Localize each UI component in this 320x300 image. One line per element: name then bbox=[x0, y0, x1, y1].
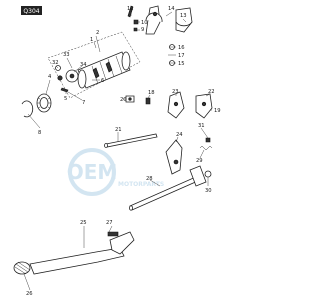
bolt-27 bbox=[107, 231, 119, 237]
badge-text: Q304 bbox=[23, 8, 39, 15]
callout-22: 22 bbox=[208, 89, 215, 95]
collar-30 bbox=[204, 170, 212, 178]
callout-21: 21 bbox=[115, 127, 122, 133]
pin-12 bbox=[127, 5, 134, 18]
pin-31 bbox=[205, 137, 211, 143]
circlip bbox=[21, 100, 34, 118]
callout-34: 34 bbox=[80, 62, 87, 68]
callout-27: 27 bbox=[106, 220, 113, 226]
pin-18 bbox=[145, 97, 151, 105]
callout-10: 10 bbox=[141, 20, 148, 26]
callout-5: 5 bbox=[64, 96, 67, 102]
screw bbox=[60, 87, 69, 93]
callout-19: 19 bbox=[214, 108, 221, 114]
callout-23: 23 bbox=[172, 89, 179, 95]
return-spring bbox=[199, 146, 213, 150]
callout-33: 33 bbox=[63, 52, 70, 58]
callout-18: 18 bbox=[148, 90, 155, 96]
callout-labels: 12 10 9 14 13 16 17 15 2 1 33 32 34 6 5 … bbox=[26, 6, 221, 297]
callout-32: 32 bbox=[52, 60, 59, 66]
shift-drum bbox=[77, 51, 131, 89]
callout-29: 29 bbox=[196, 158, 203, 164]
shift-fork-middle bbox=[167, 91, 213, 119]
pin-9 bbox=[133, 27, 138, 32]
callout-28: 28 bbox=[146, 176, 153, 182]
watermark-brand: OEM bbox=[67, 160, 118, 184]
leader-lines bbox=[23, 11, 212, 291]
shift-shaft bbox=[128, 165, 207, 211]
callout-16: 16 bbox=[178, 45, 185, 51]
callout-2: 2 bbox=[96, 30, 99, 36]
callout-26: 26 bbox=[26, 291, 33, 297]
callout-30: 30 bbox=[205, 188, 212, 194]
callout-24: 24 bbox=[176, 132, 183, 138]
watermark-sub: MOTORPARTS bbox=[118, 181, 164, 188]
gear-change-parts-diagram: OEM MOTORPARTS Q304 bbox=[13, 5, 221, 297]
callout-20: 20 bbox=[120, 97, 127, 103]
callout-13: 13 bbox=[180, 13, 187, 19]
callout-12: 12 bbox=[127, 6, 134, 12]
shift-arm bbox=[165, 139, 183, 175]
callout-1: 1 bbox=[90, 37, 93, 43]
callout-8: 8 bbox=[38, 130, 41, 136]
callout-17: 17 bbox=[178, 53, 185, 59]
bearing bbox=[36, 93, 52, 113]
callout-25: 25 bbox=[80, 220, 87, 226]
callout-4: 4 bbox=[48, 74, 52, 80]
drum-group-outline bbox=[47, 31, 141, 99]
diagram-badge: Q304 bbox=[21, 6, 42, 15]
callout-9: 9 bbox=[141, 27, 144, 33]
drum-cam-plate bbox=[57, 69, 79, 83]
shift-fork-upper bbox=[145, 5, 163, 35]
callout-31: 31 bbox=[198, 123, 205, 129]
callout-6: 6 bbox=[101, 78, 104, 84]
callout-14: 14 bbox=[168, 6, 175, 12]
callout-15: 15 bbox=[178, 61, 185, 67]
shift-rod bbox=[104, 133, 158, 148]
shift-pedal bbox=[13, 231, 135, 275]
watermark: OEM MOTORPARTS bbox=[67, 148, 164, 196]
callout-7: 7 bbox=[82, 100, 85, 106]
